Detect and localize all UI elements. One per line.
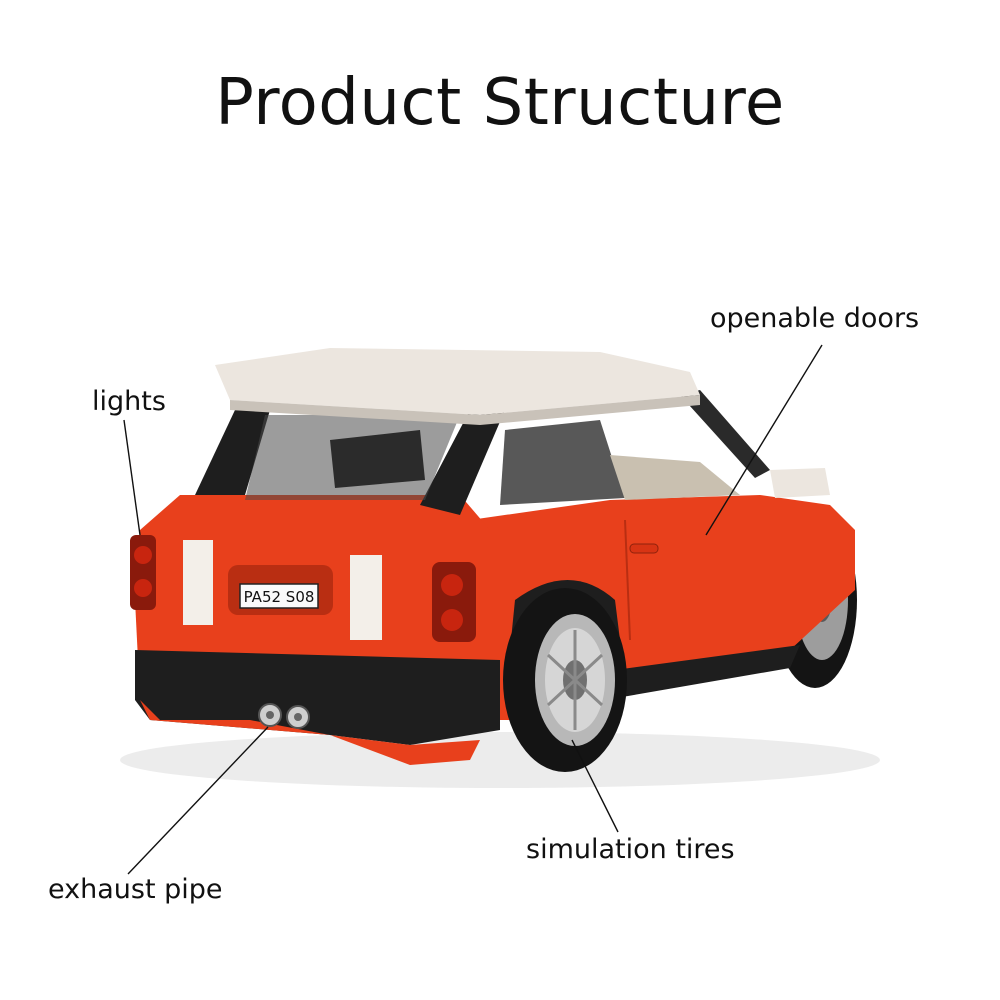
doors-leader-line	[705, 344, 823, 536]
exhaust-pipes	[258, 703, 310, 729]
tail-light-left	[130, 535, 156, 610]
simulation-tires-label: simulation tires	[526, 834, 735, 865]
door-handle	[629, 543, 659, 554]
side-mirror	[770, 468, 830, 498]
car-roof	[215, 348, 700, 415]
interior-seat	[330, 430, 425, 488]
door-seam	[624, 519, 631, 641]
lights-leader-line	[123, 419, 141, 536]
tail-light-right	[432, 562, 476, 642]
exhaust-leader-line	[127, 726, 269, 875]
license-plate-text: PA52 S08	[244, 588, 315, 606]
rear-stripe-left	[183, 540, 213, 625]
bumper-lower-red	[140, 700, 480, 765]
car-shadow	[120, 732, 880, 788]
tires-leader-line	[571, 739, 619, 833]
a-pillar	[680, 390, 770, 478]
page-title: Product Structure	[215, 66, 785, 140]
near-tire	[503, 588, 627, 772]
side-window	[500, 420, 625, 505]
exhaust-pipe-label: exhaust pipe	[48, 874, 223, 905]
rear-stripe-right	[350, 555, 382, 640]
rear-bumper	[135, 650, 500, 745]
side-window-rear	[610, 455, 740, 500]
openable-doors-label: openable doors	[710, 303, 920, 334]
license-plate	[239, 583, 319, 609]
roof-edge	[230, 395, 700, 425]
lights-label: lights	[92, 386, 166, 417]
side-skirt	[600, 645, 800, 700]
rear-pillar-right	[420, 410, 505, 515]
